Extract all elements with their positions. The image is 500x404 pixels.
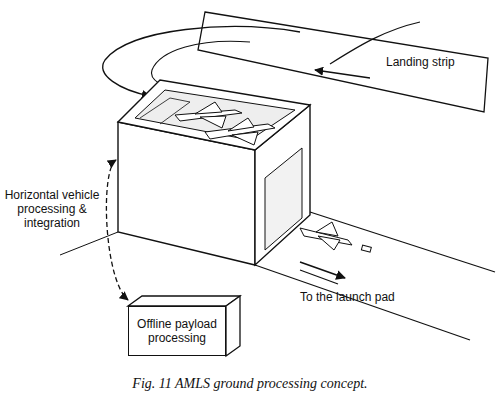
dashed-loop-arrow — [106, 160, 128, 300]
vehicle — [205, 118, 275, 145]
taxi-path — [103, 27, 300, 96]
roof-cutaway — [135, 90, 295, 140]
box-top — [128, 296, 240, 306]
direction-arrow — [300, 262, 345, 278]
road-edge — [255, 265, 470, 340]
vehicle — [300, 222, 371, 252]
box-side — [226, 296, 240, 356]
figure-caption: Fig. 11 AMLS ground processing concept. — [0, 376, 500, 392]
box-text: Offline payload processing — [135, 317, 219, 345]
ground-edge — [60, 232, 118, 255]
vehicle — [175, 102, 242, 128]
hangar-door — [265, 148, 302, 250]
road-edge — [310, 212, 495, 272]
label: Horizontal vehicle processing & integrat… — [4, 188, 100, 230]
label: To the launch pad — [300, 290, 420, 304]
strip-arrow — [315, 70, 370, 78]
label: Landing strip — [386, 55, 481, 69]
process-box: Offline payload processing — [128, 306, 226, 356]
hangar-roof — [118, 80, 310, 150]
direction-arrow — [300, 270, 338, 284]
